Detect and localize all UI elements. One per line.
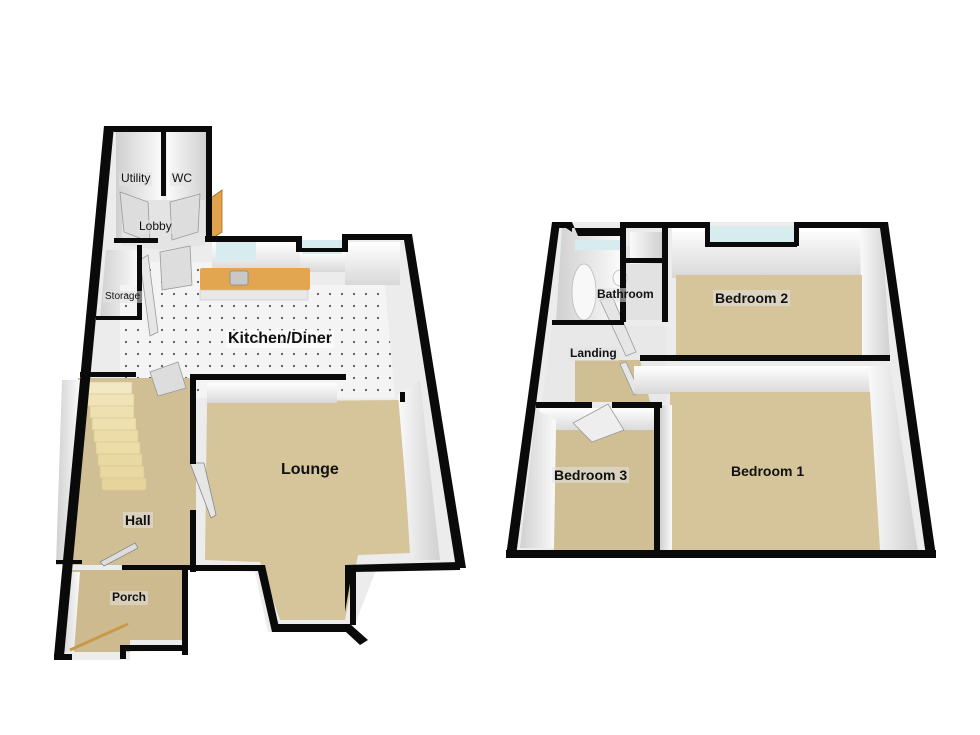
bedroom3-floor bbox=[554, 430, 656, 550]
bedroom2-floor bbox=[676, 275, 862, 357]
lobby-door bbox=[159, 245, 193, 291]
room-label-bedroom1: Bedroom 1 bbox=[731, 463, 805, 479]
lounge-floor bbox=[205, 400, 410, 620]
room-label-wc: WC bbox=[170, 171, 194, 186]
room-label-bathroom: Bathroom bbox=[595, 287, 656, 302]
room-label-bedroom2: Bedroom 2 bbox=[713, 290, 791, 307]
walls-ground bbox=[54, 126, 466, 660]
room-label-porch: Porch bbox=[110, 590, 149, 605]
room-label-bedroom3: Bedroom 3 bbox=[552, 467, 630, 484]
landing-floor bbox=[575, 360, 650, 402]
lounge-door bbox=[189, 462, 217, 519]
wc-door bbox=[169, 193, 201, 241]
room-label-hall: Hall bbox=[123, 512, 153, 529]
walls-first bbox=[506, 222, 936, 558]
porch-floor bbox=[64, 570, 182, 652]
bedroom1-floor bbox=[670, 392, 880, 550]
kitchen-window bbox=[216, 242, 256, 260]
first-floor bbox=[506, 222, 936, 558]
bathtub-icon bbox=[571, 263, 597, 321]
hall-door bbox=[99, 542, 139, 567]
room-label-landing: Landing bbox=[568, 346, 619, 361]
bedroom3-door bbox=[572, 403, 625, 443]
sink-icon bbox=[229, 270, 249, 286]
kitchen-door bbox=[149, 361, 187, 397]
kitchen-worktop bbox=[200, 268, 310, 290]
room-label-lounge: Lounge bbox=[281, 461, 339, 478]
room-label-lobby: Lobby bbox=[137, 219, 174, 234]
staircase bbox=[83, 381, 147, 491]
room-label-utility: Utility bbox=[119, 171, 153, 186]
storage-door bbox=[139, 254, 159, 337]
bedroom2-window bbox=[708, 226, 796, 246]
ground-floor bbox=[54, 126, 466, 660]
front-door bbox=[69, 622, 129, 652]
room-label-kitchen-diner: Kitchen/Diner bbox=[226, 330, 335, 349]
room-label-storage: Storage bbox=[103, 291, 143, 303]
